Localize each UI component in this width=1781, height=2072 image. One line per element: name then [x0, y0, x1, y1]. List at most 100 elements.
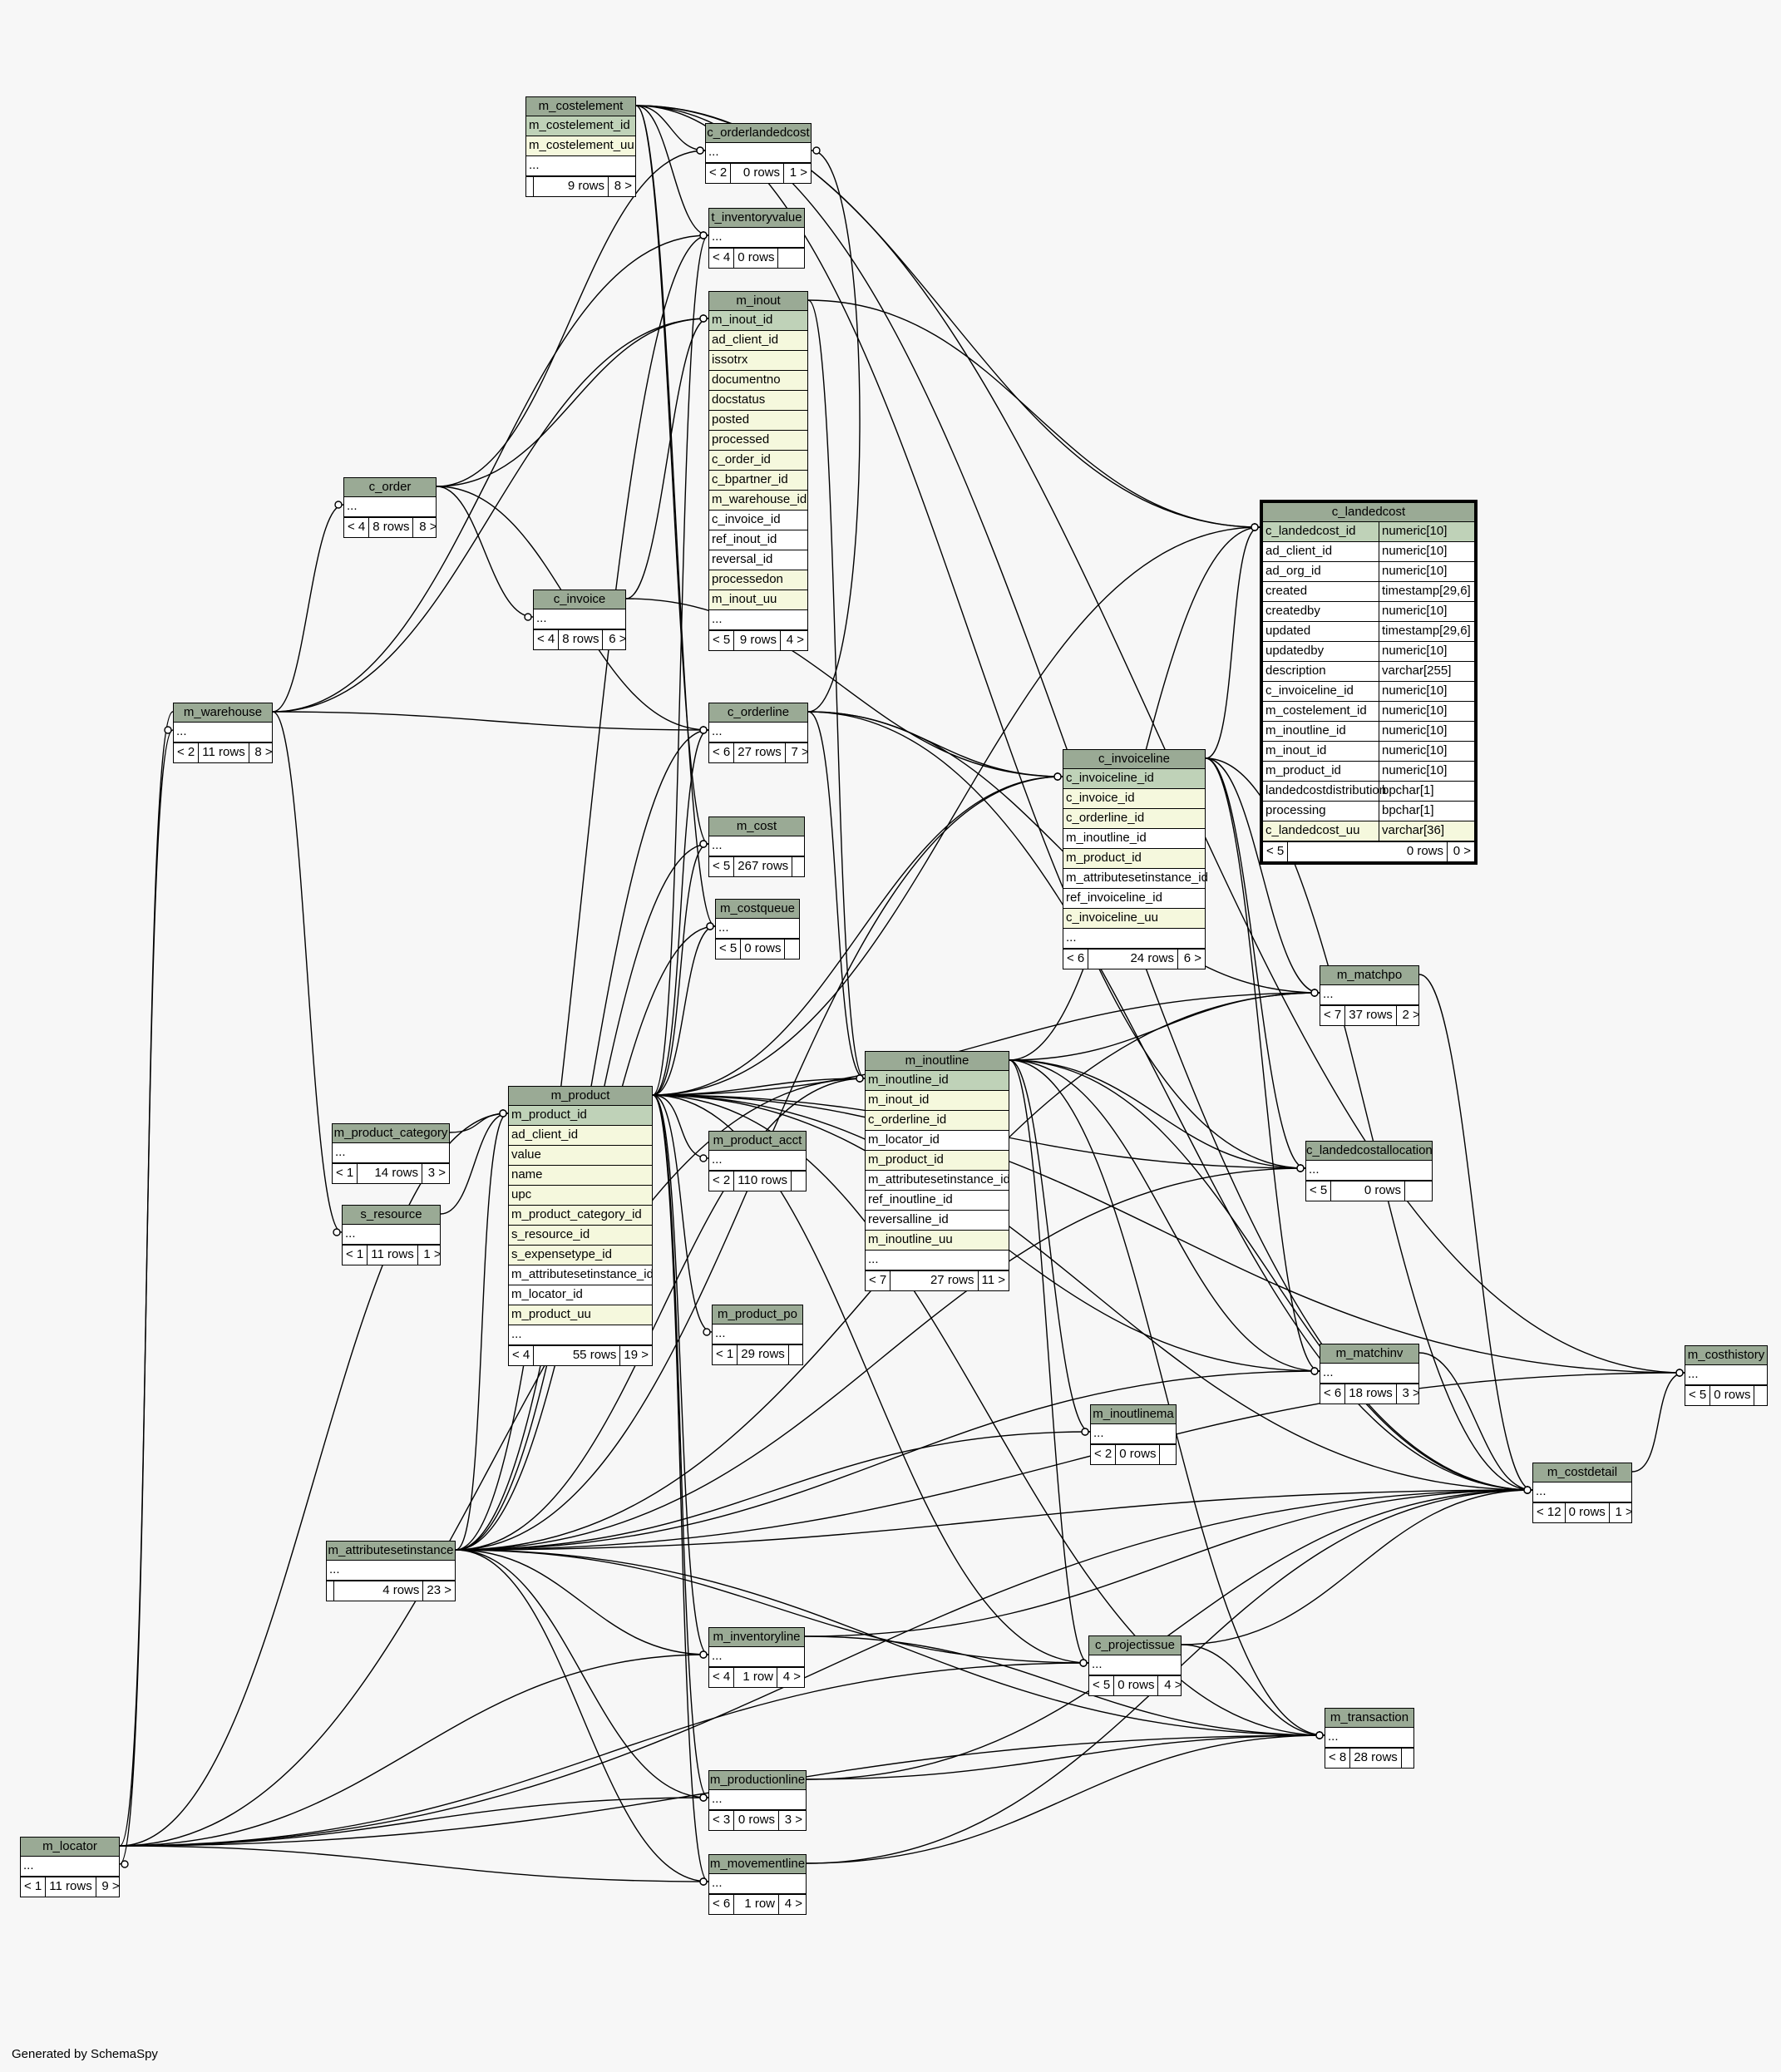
- parents-count[interactable]: < 5: [716, 940, 742, 959]
- column-row[interactable]: reversalline_id: [866, 1211, 1009, 1231]
- table-title[interactable]: c_order: [344, 478, 436, 497]
- column-row[interactable]: m_attributesetinstance_id: [509, 1265, 654, 1285]
- table-title[interactable]: c_invoiceline: [1063, 750, 1205, 769]
- children-count[interactable]: 3 >: [784, 1813, 802, 1827]
- column-row[interactable]: m_costelement_uu: [526, 136, 635, 156]
- children-count[interactable]: 11 >: [981, 1273, 1006, 1287]
- children-count[interactable]: 2 >: [1402, 1008, 1420, 1022]
- parents-count[interactable]: < 5: [1089, 1676, 1115, 1695]
- column-row[interactable]: ...: [1306, 1161, 1432, 1181]
- table-title[interactable]: m_product_acct: [709, 1132, 806, 1151]
- parents-count[interactable]: < 5: [709, 857, 735, 876]
- parents-count[interactable]: < 5: [1263, 842, 1289, 861]
- children-count[interactable]: 6 >: [1183, 951, 1201, 965]
- children-count[interactable]: 4 >: [782, 1670, 801, 1684]
- column-row[interactable]: posted: [709, 411, 807, 431]
- table-title[interactable]: c_landedcostallocation: [1306, 1142, 1433, 1161]
- children-count[interactable]: 4 >: [786, 633, 804, 647]
- parents-count[interactable]: < 7: [1320, 1006, 1346, 1025]
- column-row[interactable]: m_inoutline_id: [866, 1071, 1009, 1091]
- column-row[interactable]: ref_invoiceline_id: [1063, 889, 1205, 909]
- parents-count[interactable]: < 8: [1325, 1749, 1351, 1768]
- column-row[interactable]: ...: [526, 156, 635, 176]
- table-title[interactable]: m_movementline: [709, 1855, 806, 1874]
- parents-count[interactable]: < 7: [866, 1271, 891, 1290]
- column-row[interactable]: ...: [709, 1151, 806, 1171]
- column-row[interactable]: ...: [1063, 929, 1205, 949]
- table-title[interactable]: c_orderlandedcost: [706, 124, 811, 143]
- parents-count[interactable]: < 4: [509, 1346, 535, 1365]
- children-count[interactable]: 3 >: [1402, 1386, 1420, 1400]
- children-count[interactable]: 8 >: [614, 179, 632, 193]
- column-row[interactable]: m_inoutline_uu: [866, 1231, 1009, 1251]
- parents-count[interactable]: [327, 1581, 334, 1601]
- column-row[interactable]: ...: [534, 609, 625, 629]
- parents-count[interactable]: < 2: [1091, 1445, 1117, 1464]
- table-title[interactable]: m_costdetail: [1533, 1463, 1631, 1482]
- children-count[interactable]: 3 >: [427, 1166, 446, 1180]
- column-row[interactable]: ref_inout_id: [709, 530, 807, 550]
- column-row[interactable]: s_resource_id: [509, 1226, 652, 1246]
- column-row[interactable]: ...: [709, 1874, 806, 1894]
- parents-count[interactable]: [526, 177, 534, 196]
- column-row[interactable]: ...: [709, 1647, 804, 1667]
- column-row[interactable]: c_invoiceline_id: [1063, 769, 1205, 789]
- parents-count[interactable]: < 5: [1306, 1182, 1332, 1201]
- children-count[interactable]: 7 >: [791, 745, 809, 759]
- table-title[interactable]: s_resource: [343, 1206, 440, 1225]
- parents-count[interactable]: < 5: [709, 631, 735, 650]
- column-row[interactable]: ...: [709, 723, 807, 742]
- column-row[interactable]: m_product_category_id: [509, 1206, 652, 1226]
- column-row[interactable]: ...: [1089, 1655, 1181, 1675]
- children-count[interactable]: [1402, 1749, 1428, 1768]
- column-row[interactable]: issotrx: [709, 351, 807, 371]
- column-row[interactable]: ad_client_id: [509, 1126, 652, 1146]
- column-row[interactable]: ...: [1325, 1728, 1413, 1748]
- parents-count[interactable]: < 4: [709, 249, 735, 268]
- column-row[interactable]: m_product_id: [866, 1151, 1009, 1171]
- column-row[interactable]: ...: [709, 610, 807, 630]
- table-title[interactable]: c_orderline: [709, 703, 807, 723]
- table-title[interactable]: m_inoutlinema: [1091, 1405, 1176, 1424]
- table-title[interactable]: c_projectissue: [1089, 1636, 1181, 1655]
- table-title[interactable]: m_costhistory: [1685, 1346, 1767, 1365]
- column-row[interactable]: ...: [333, 1143, 449, 1163]
- column-row[interactable]: ...: [866, 1251, 1009, 1270]
- column-row[interactable]: c_invoice_id: [1063, 789, 1205, 809]
- column-row[interactable]: ...: [174, 723, 272, 742]
- children-count[interactable]: [1405, 1182, 1432, 1201]
- children-count[interactable]: 1 >: [789, 165, 807, 180]
- table-title[interactable]: m_matchpo: [1320, 966, 1418, 985]
- column-row[interactable]: m_product_uu: [509, 1305, 652, 1325]
- children-count[interactable]: 23 >: [427, 1583, 451, 1597]
- column-row[interactable]: processed: [709, 431, 807, 451]
- children-count[interactable]: 6 >: [609, 632, 627, 646]
- children-count[interactable]: 4 >: [784, 1897, 802, 1911]
- table-title[interactable]: m_product_po: [713, 1305, 802, 1325]
- column-row[interactable]: docstatus: [709, 391, 807, 411]
- column-row[interactable]: c_invoiceline_uu: [1063, 909, 1205, 929]
- parents-count[interactable]: < 6: [1063, 950, 1089, 969]
- column-row[interactable]: ...: [1091, 1424, 1176, 1444]
